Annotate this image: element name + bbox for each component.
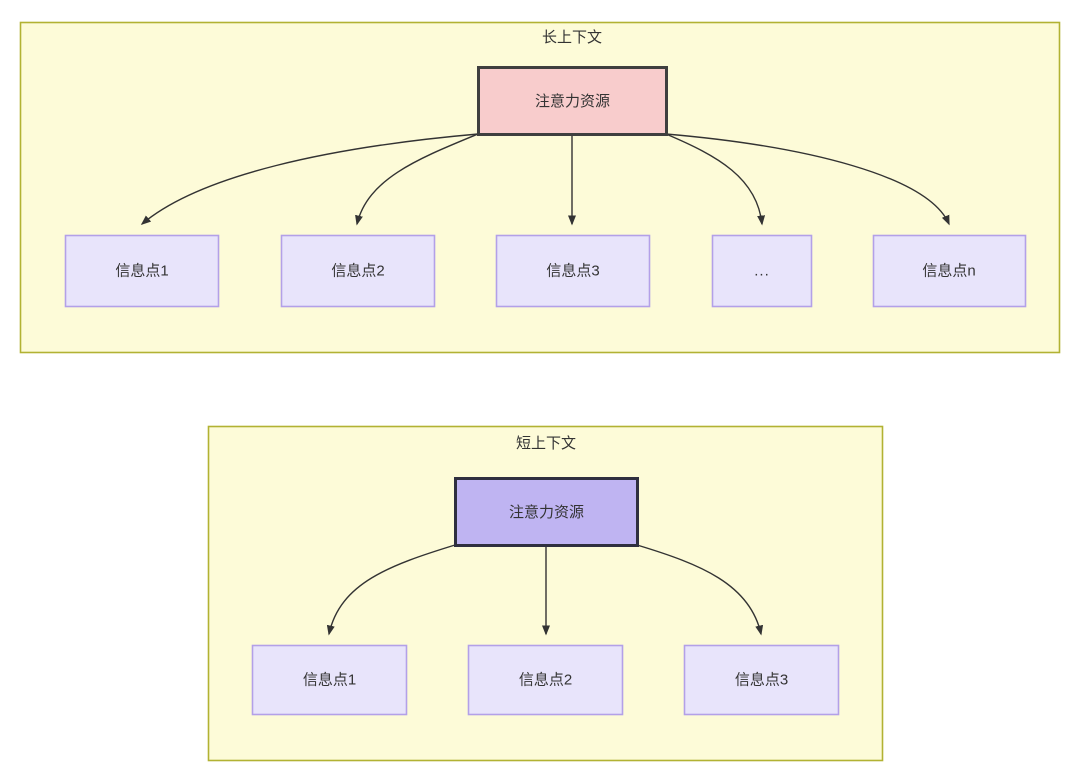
node-attention-short-label: 注意力资源 [509, 503, 584, 521]
group-short-context: 短上下文 注意力资源 信息点1 信息点2 [207, 425, 884, 762]
node-info-short-1-box[interactable] [251, 644, 408, 716]
node-info-short-3[interactable]: 信息点3 [683, 644, 840, 716]
node-info-short-2[interactable]: 信息点2 [467, 644, 624, 716]
node-info-long-2[interactable]: 信息点2 [280, 234, 436, 308]
node-info-long-1-label: 信息点1 [115, 262, 168, 279]
node-info-long-n-label: 信息点n [922, 262, 975, 279]
group-title-long-context: 长上下文 [542, 29, 602, 46]
node-info-short-1-label: 信息点1 [303, 671, 356, 688]
node-info-long-3-label: 信息点3 [546, 262, 599, 279]
node-attention-short-box[interactable] [454, 477, 639, 547]
node-attention-long-box[interactable] [477, 66, 668, 136]
group-title-short-context: 短上下文 [516, 435, 576, 452]
node-info-short-1[interactable]: 信息点1 [251, 644, 408, 716]
edge-to-info-4 [665, 133, 766, 226]
node-info-long-n-box[interactable] [872, 234, 1027, 308]
node-info-long-3[interactable]: 信息点3 [495, 234, 651, 308]
node-info-short-3-box[interactable] [683, 644, 840, 716]
node-info-long-1[interactable]: 信息点1 [64, 234, 220, 308]
node-info-long-n[interactable]: 信息点n [872, 234, 1027, 308]
node-info-short-2-label: 信息点2 [519, 671, 572, 688]
node-info-long-2-label: 信息点2 [331, 262, 384, 279]
edge-short-to-info-1 [326, 544, 456, 636]
edge-to-info-2 [355, 133, 479, 226]
node-info-long-1-box[interactable] [64, 234, 220, 308]
node-info-long-2-box[interactable] [280, 234, 436, 308]
node-info-long-ellipsis-label: ... [754, 262, 770, 279]
edge-to-info-1 [140, 133, 479, 225]
node-info-long-3-box[interactable] [495, 234, 651, 308]
node-info-short-2-box[interactable] [467, 644, 624, 716]
group-long-context: 长上下文 注意力资源 信息点1 信息点2 [19, 21, 1061, 354]
node-attention-long-label: 注意力资源 [535, 92, 610, 110]
node-info-short-3-label: 信息点3 [735, 671, 788, 688]
edges-long-context [140, 133, 950, 226]
node-info-long-ellipsis[interactable]: ... [711, 234, 813, 308]
node-attention-short[interactable]: 注意力资源 [454, 477, 639, 547]
edge-short-to-info-3 [636, 544, 764, 636]
node-info-long-ellipsis-box[interactable] [711, 234, 813, 308]
node-attention-long[interactable]: 注意力资源 [477, 66, 668, 136]
edges-short-context [326, 544, 764, 636]
edge-to-info-5 [665, 133, 950, 226]
